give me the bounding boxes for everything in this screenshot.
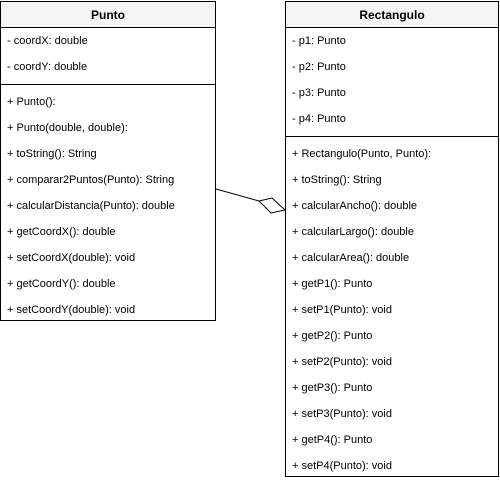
attribute-row: - p1: Punto [292, 35, 346, 47]
method-row: + calcularAncho(): double [292, 200, 418, 212]
class-rectangulo-attributes: - p1: Punto - p2: Punto - p3: Punto - p4… [286, 28, 498, 137]
method-row: + setCoordX(double): void [7, 252, 136, 264]
class-punto-methods: + Punto(): + Punto(double, double): + to… [1, 85, 215, 323]
aggregation-line [215, 188, 260, 202]
method-row: + Punto(): [7, 96, 56, 108]
method-row: + setP3(Punto): void [292, 408, 392, 420]
class-rectangulo[interactable]: Rectangulo - p1: Punto - p2: Punto - p3:… [285, 1, 499, 477]
method-row: + setP1(Punto): void [292, 304, 392, 316]
class-rectangulo-methods: + Rectangulo(Punto, Punto): + toString()… [286, 137, 498, 479]
method-row: + getP2(): Punto [292, 330, 373, 342]
attribute-row: - coordY: double [7, 61, 88, 73]
method-row: + toString(): String [292, 174, 382, 186]
method-row: + getP1(): Punto [292, 278, 373, 290]
method-row: + comparar2Puntos(Punto): String [7, 174, 175, 186]
method-row: + getCoordX(): double [7, 226, 116, 238]
method-row: + setP2(Punto): void [292, 356, 392, 368]
method-row: + setCoordY(double): void [7, 304, 136, 316]
method-row: + calcularArea(): double [292, 252, 410, 264]
method-row: + Punto(double, double): [7, 122, 128, 134]
class-punto-attributes: - coordX: double - coordY: double [1, 28, 215, 85]
attribute-row: - p4: Punto [292, 113, 346, 125]
method-row: + getP4(): Punto [292, 434, 373, 446]
attribute-row: - coordX: double [7, 35, 88, 47]
method-row: + toString(): String [7, 148, 97, 160]
class-rectangulo-title: Rectangulo [286, 2, 498, 28]
attribute-row: - p2: Punto [292, 61, 346, 73]
class-punto-title: Punto [1, 2, 215, 28]
attribute-row: - p3: Punto [292, 87, 346, 99]
method-row: + getP3(): Punto [292, 382, 373, 394]
method-row: + calcularDistancia(Punto): double [7, 200, 175, 212]
method-row: + Rectangulo(Punto, Punto): [292, 148, 432, 160]
method-row: + setP4(Punto): void [292, 460, 392, 472]
method-row: + calcularLargo(): double [292, 226, 414, 238]
method-row: + getCoordY(): double [7, 278, 116, 290]
aggregation-diamond-icon [258, 197, 287, 214]
class-punto[interactable]: Punto - coordX: double - coordY: double … [0, 1, 216, 321]
